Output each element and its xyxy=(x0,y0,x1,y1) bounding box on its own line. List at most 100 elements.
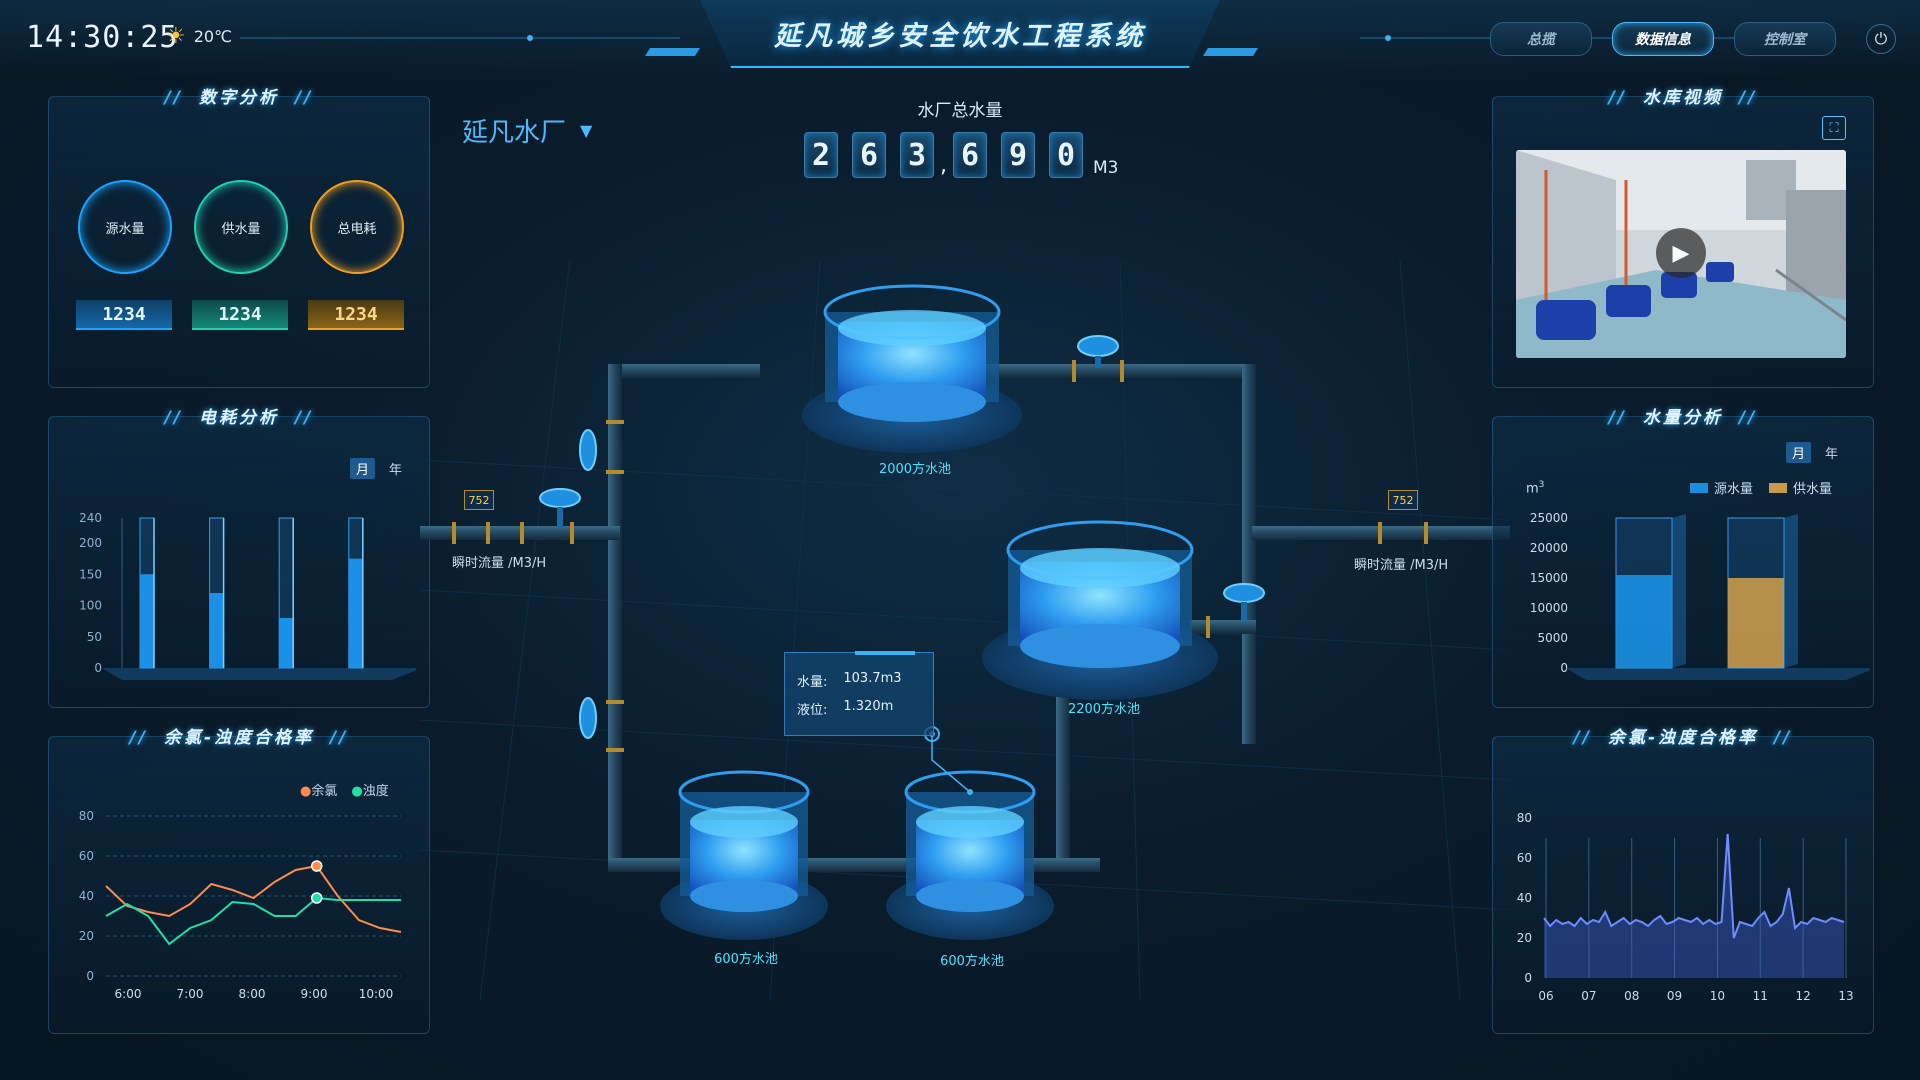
total-water-unit: M3 xyxy=(1093,158,1119,178)
y-tick-label: 60 xyxy=(1517,851,1532,865)
chlorine-legend: ●余氯 ●浊度 xyxy=(300,780,389,799)
y-tick-label: 200 xyxy=(79,536,102,550)
tooltip-level-label: 液位: xyxy=(797,703,828,718)
x-tick-label: 09 xyxy=(1667,989,1682,1003)
y-tick-label: 20 xyxy=(1517,931,1532,945)
series-line xyxy=(105,864,402,933)
y-tick-label: 40 xyxy=(1517,891,1532,905)
y-tick-label: 60 xyxy=(79,849,94,863)
y-tick-label: 150 xyxy=(79,567,102,581)
chart-floor xyxy=(102,668,416,680)
x-tick-label: 10 xyxy=(1710,989,1725,1003)
x-tick-label: 07 xyxy=(1581,989,1596,1003)
tank-600b-label: 600方水池 xyxy=(940,954,1004,969)
toggle-year[interactable]: 年 xyxy=(1825,447,1839,462)
tooltip-level-value: 1.320m xyxy=(843,699,894,714)
tank-2200-label: 2200方水池 xyxy=(1067,702,1141,717)
bar xyxy=(279,618,294,668)
y-tick-label: 5000 xyxy=(1537,631,1568,645)
series-line xyxy=(105,896,401,946)
counter-digit: 3 xyxy=(900,132,934,178)
total-water-counter: 2 6 3 , 6 9 0 M3 xyxy=(804,132,1118,178)
toggle-month[interactable]: 月 xyxy=(1786,442,1812,463)
y-tick-label: 10000 xyxy=(1530,601,1568,615)
source-water-value: 1234 xyxy=(76,300,172,330)
y-tick-label: 0 xyxy=(1560,661,1568,675)
water-period-toggle: 月 年 xyxy=(1786,442,1844,463)
panel-title: 电耗分析 xyxy=(49,403,429,428)
panel-title: 水库视频 xyxy=(1493,83,1873,108)
y-tick-label: 80 xyxy=(1517,811,1532,825)
x-tick-label: 12 xyxy=(1796,989,1811,1003)
pipe-network-diagram xyxy=(420,260,1510,1000)
plant-name: 延凡水厂 xyxy=(462,118,567,148)
counter-digit: 2 xyxy=(804,132,838,178)
y-tick-label: 0 xyxy=(1524,971,1532,985)
x-tick-label: 08 xyxy=(1624,989,1639,1003)
counter-digit: 6 xyxy=(953,132,987,178)
y-tick-label: 25000 xyxy=(1530,511,1568,525)
sun-icon: ☀ xyxy=(166,24,186,49)
tooltip-volume-label: 水量: xyxy=(797,675,828,690)
supply-water-gauge: 供水量 xyxy=(194,180,288,274)
x-tick-label: 8:00 xyxy=(239,987,266,1001)
tooltip-volume-row: 水量: 103.7m3 xyxy=(797,671,902,690)
tank-tooltip: 水量: 103.7m3 液位: 1.320m xyxy=(784,651,934,736)
video-player[interactable]: ▶ xyxy=(1516,150,1846,358)
bar xyxy=(1728,578,1784,668)
y-tick-label: 240 xyxy=(79,511,102,525)
x-tick-label: 06 xyxy=(1538,989,1553,1003)
y-tick-label: 15000 xyxy=(1530,571,1568,585)
chlorine-right-panel: 余氯-浊度合格率 xyxy=(1492,728,1874,1034)
nav-overview-button[interactable]: 总揽 xyxy=(1490,22,1592,56)
counter-digit: 9 xyxy=(1001,132,1035,178)
y-tick-label: 80 xyxy=(79,809,94,823)
fullscreen-icon[interactable]: ⛶ xyxy=(1822,116,1846,140)
flow-left-badge: 752 xyxy=(464,490,494,510)
counter-digit: 6 xyxy=(852,132,886,178)
y-tick-label: 20 xyxy=(79,929,94,943)
legend-turbidity: ●浊度 xyxy=(351,784,389,799)
play-icon[interactable]: ▶ xyxy=(1656,228,1706,278)
nav-control-room-button[interactable]: 控制室 xyxy=(1734,22,1836,56)
water-legend: 源水量 供水量 xyxy=(1690,478,1832,497)
water-analysis-panel: 水量分析 xyxy=(1492,408,1874,708)
toggle-month[interactable]: 月 xyxy=(350,458,376,479)
panel-title: 余氯-浊度合格率 xyxy=(1493,723,1873,748)
thousands-separator: , xyxy=(940,153,947,178)
page-title: 延凡城乡安全饮水工程系统 xyxy=(774,21,1146,52)
nav-data-info-button[interactable]: 数据信息 xyxy=(1612,22,1714,56)
x-tick-label: 11 xyxy=(1753,989,1768,1003)
panel-title: 数字分析 xyxy=(49,83,429,108)
total-water-label: 水厂总水量 xyxy=(917,101,1003,121)
power-period-toggle: 月 年 xyxy=(350,458,408,479)
bar xyxy=(140,574,154,668)
y-tick-label: 0 xyxy=(86,969,94,983)
panel-title: 水量分析 xyxy=(1493,403,1873,428)
bar-side xyxy=(1672,514,1686,668)
video-frame xyxy=(1516,150,1846,358)
flow-left-label: 瞬时流量 /M3/H xyxy=(452,556,547,571)
tooltip-volume-value: 103.7m3 xyxy=(843,671,902,686)
supply-water-value: 1234 xyxy=(192,300,288,330)
tank-2000-label: 2000方水池 xyxy=(878,462,952,477)
y-tick-label: 100 xyxy=(79,599,102,613)
power-icon[interactable]: ⏻ xyxy=(1866,24,1896,54)
toggle-year[interactable]: 年 xyxy=(389,463,403,478)
series-area xyxy=(1544,834,1844,978)
series-marker xyxy=(310,860,323,872)
tooltip-accent xyxy=(855,651,915,655)
x-tick-label: 7:00 xyxy=(177,987,204,1001)
x-tick-label: 13 xyxy=(1838,989,1853,1003)
total-power-gauge: 总电耗 xyxy=(310,180,404,274)
plant-selector[interactable]: 延凡水厂 ▼ xyxy=(462,112,592,149)
x-tick-label: 10:00 xyxy=(359,987,394,1001)
flow-right-badge: 752 xyxy=(1388,490,1418,510)
x-tick-label: 6:00 xyxy=(115,987,142,1001)
tooltip-level-row: 液位: 1.320m xyxy=(797,699,893,718)
gauge-label: 供水量 xyxy=(221,221,261,237)
y-tick-label: 40 xyxy=(79,889,94,903)
